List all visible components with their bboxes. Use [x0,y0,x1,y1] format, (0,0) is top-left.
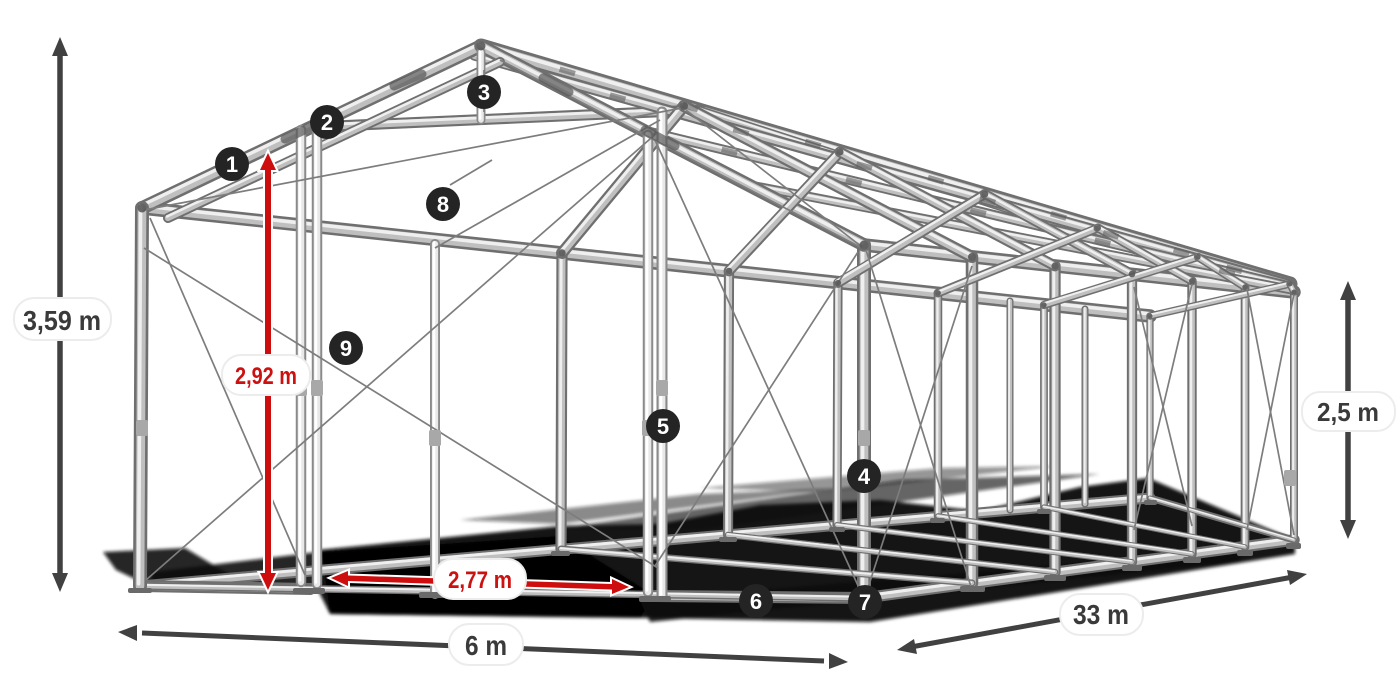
svg-text:2,92 m: 2,92 m [235,363,297,390]
svg-text:4: 4 [858,464,871,489]
svg-text:9: 9 [340,336,352,361]
svg-text:7: 7 [859,590,871,615]
svg-text:6: 6 [750,589,762,614]
svg-text:6 m: 6 m [465,630,507,661]
svg-text:1: 1 [226,152,238,177]
svg-text:2,5 m: 2,5 m [1317,397,1379,427]
svg-text:5: 5 [657,414,669,439]
svg-text:8: 8 [437,192,449,217]
svg-text:33 m: 33 m [1073,599,1129,630]
svg-text:2: 2 [321,110,333,135]
svg-text:2,77 m: 2,77 m [448,567,512,594]
svg-text:3: 3 [478,80,490,105]
svg-text:3,59 m: 3,59 m [23,305,101,336]
